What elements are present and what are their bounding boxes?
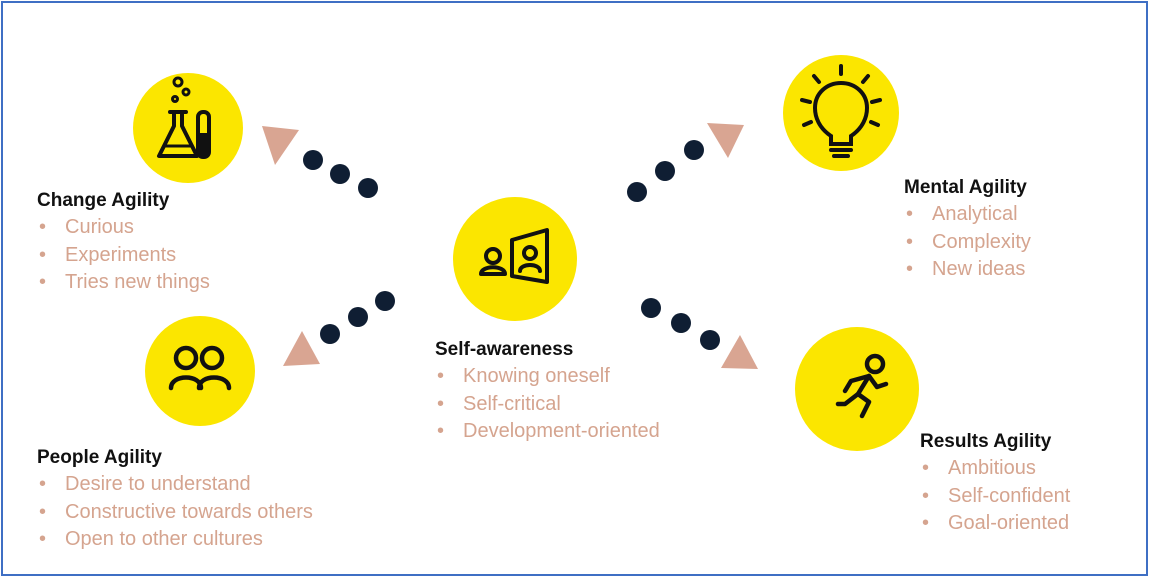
arrowhead-change bbox=[262, 126, 299, 165]
lightbulb-icon bbox=[800, 64, 882, 158]
list-item: Self-critical bbox=[435, 391, 660, 419]
change-agility-list: Curious Experiments Tries new things bbox=[37, 214, 210, 297]
people-agility-title: People Agility bbox=[37, 447, 162, 468]
list-item: Constructive towards others bbox=[37, 499, 313, 527]
connector-dots-mental bbox=[627, 140, 704, 202]
connector-dot bbox=[330, 164, 350, 184]
list-item: Ambitious bbox=[920, 455, 1070, 483]
results-agility-title: Results Agility bbox=[920, 431, 1052, 452]
connector-dots-people bbox=[320, 291, 395, 344]
results-agility-list: Ambitious Self-confident Goal-oriented bbox=[920, 455, 1070, 538]
people-agility-block: People Agility Desire to understand Cons… bbox=[37, 447, 313, 554]
arrowhead-mental bbox=[707, 123, 744, 158]
people-agility-circle bbox=[145, 316, 255, 426]
self-awareness-circle bbox=[453, 197, 577, 321]
connector-dot bbox=[358, 178, 378, 198]
list-item: Curious bbox=[37, 214, 210, 242]
change-agility-block: Change Agility Curious Experiments Tries… bbox=[37, 190, 210, 297]
list-item: Knowing oneself bbox=[435, 363, 660, 391]
arrowhead-results bbox=[721, 335, 758, 369]
list-item: Complexity bbox=[904, 229, 1031, 257]
connector-dots-change bbox=[303, 150, 378, 198]
mental-agility-title: Mental Agility bbox=[904, 177, 1027, 198]
self-awareness-list: Knowing oneself Self-critical Developmen… bbox=[435, 363, 660, 446]
connector-dot bbox=[700, 330, 720, 350]
mental-agility-circle bbox=[783, 55, 899, 171]
connector-dot bbox=[684, 140, 704, 160]
list-item: Self-confident bbox=[920, 483, 1070, 511]
results-agility-circle bbox=[795, 327, 919, 451]
mental-agility-list: Analytical Complexity New ideas bbox=[904, 201, 1031, 284]
list-item: Analytical bbox=[904, 201, 1031, 229]
lab-flask-icon bbox=[157, 76, 211, 159]
connector-dot bbox=[320, 324, 340, 344]
runner-icon bbox=[835, 353, 889, 419]
list-item: Tries new things bbox=[37, 269, 210, 297]
connector-dot bbox=[671, 313, 691, 333]
list-item: New ideas bbox=[904, 256, 1031, 284]
list-item: Open to other cultures bbox=[37, 526, 313, 554]
arrowhead-people bbox=[283, 331, 320, 366]
connector-dot bbox=[627, 182, 647, 202]
list-item: Development-oriented bbox=[435, 418, 660, 446]
results-agility-block: Results Agility Ambitious Self-confident… bbox=[920, 431, 1070, 538]
mental-agility-block: Mental Agility Analytical Complexity New… bbox=[904, 177, 1031, 284]
mirror-person-icon bbox=[479, 228, 549, 284]
connector-dot bbox=[348, 307, 368, 327]
connector-dots-results bbox=[641, 298, 720, 350]
people-agility-list: Desire to understand Constructive toward… bbox=[37, 471, 313, 554]
list-item: Desire to understand bbox=[37, 471, 313, 499]
people-icon bbox=[168, 345, 232, 391]
connector-dot bbox=[641, 298, 661, 318]
connector-dot bbox=[375, 291, 395, 311]
connector-dot bbox=[303, 150, 323, 170]
self-awareness-block: Self-awareness Knowing oneself Self-crit… bbox=[435, 339, 660, 446]
change-agility-title: Change Agility bbox=[37, 190, 170, 211]
self-awareness-title: Self-awareness bbox=[435, 339, 574, 360]
list-item: Experiments bbox=[37, 242, 210, 270]
list-item: Goal-oriented bbox=[920, 510, 1070, 538]
connector-dot bbox=[655, 161, 675, 181]
